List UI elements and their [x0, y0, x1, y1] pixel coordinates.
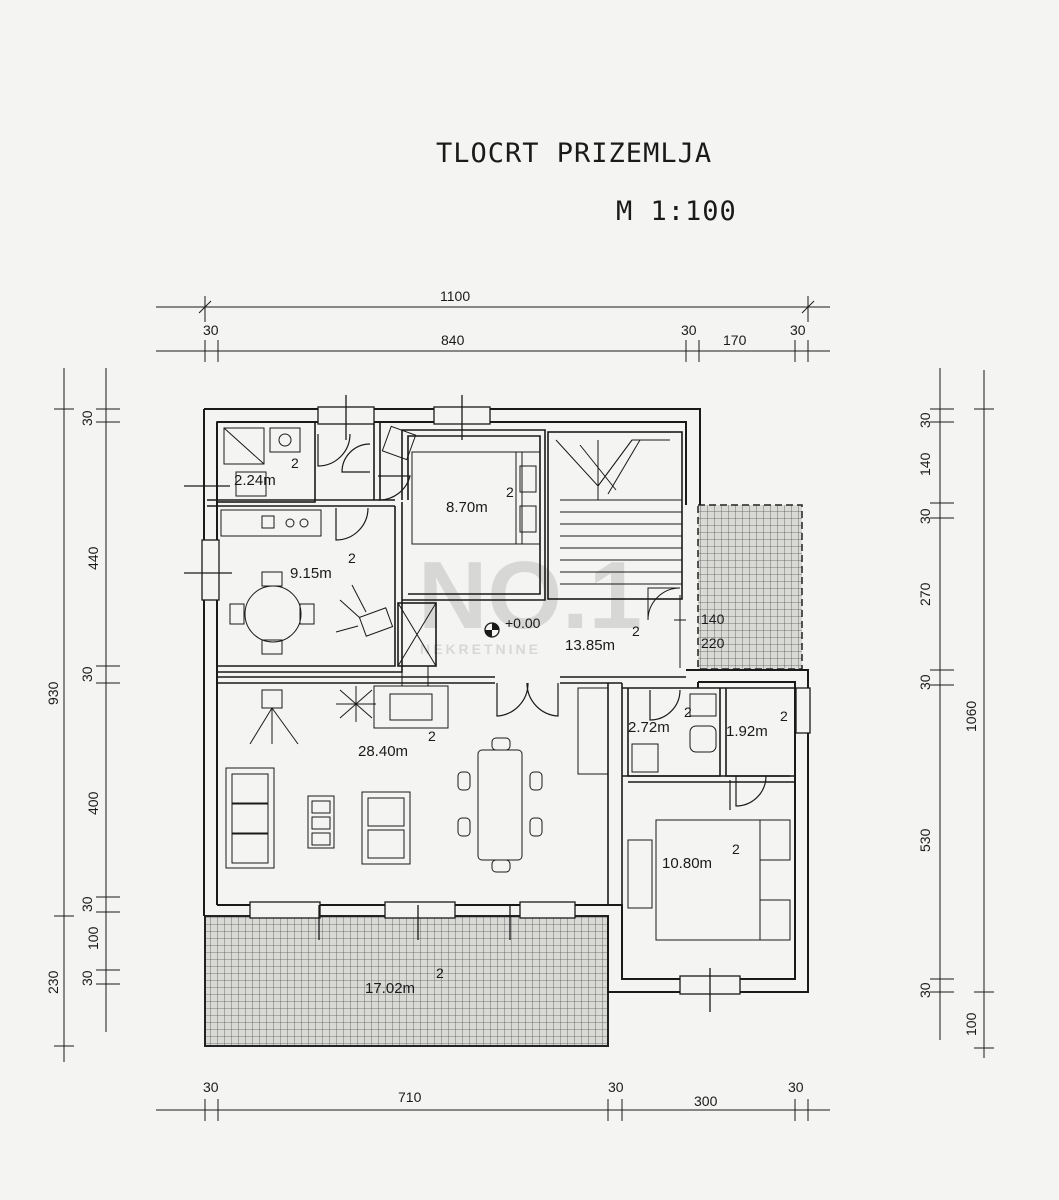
sup-bath2: 2 [684, 704, 692, 720]
dim-top-0: 30 [203, 322, 219, 338]
dim-left-6: 30 [79, 970, 95, 986]
dim-left-5: 100 [85, 926, 101, 950]
area-bath2: 2.72m [628, 719, 670, 736]
dim-right-2: 30 [917, 508, 933, 524]
dim-left-total2: 230 [45, 970, 61, 994]
windows [184, 395, 811, 1012]
plan-scale: M 1:100 [616, 196, 737, 227]
dim-right-1: 140 [917, 452, 933, 476]
area-terrace: 17.02m [365, 980, 415, 997]
sup-bedroom: 2 [732, 841, 740, 857]
dimension-lines [54, 296, 994, 1121]
staircase [555, 439, 682, 585]
sup-kitchen: 2 [348, 550, 356, 566]
dim-left-3: 400 [85, 791, 101, 815]
dim-right-0: 30 [917, 412, 933, 428]
sup-wc: 2 [780, 708, 788, 724]
sup-hall: 2 [632, 623, 640, 639]
doors [317, 433, 767, 810]
dim-left-4: 30 [79, 896, 95, 912]
dim-inner-1: 220 [701, 635, 725, 651]
watermark-logo: NO.1 NEKRETNINE [418, 542, 642, 657]
area-bedroom-small: 8.70m [446, 499, 488, 516]
area-bedroom: 10.80m [662, 855, 712, 872]
sup-living: 2 [428, 728, 436, 744]
watermark-text: NO.1 [418, 542, 642, 649]
dim-top-4: 30 [790, 322, 806, 338]
dim-bottom-0: 30 [203, 1079, 219, 1095]
dim-top-3: 170 [723, 332, 747, 348]
dim-right-total: 1060 [963, 701, 979, 732]
dim-right-6: 30 [917, 982, 933, 998]
dim-bottom-2: 30 [608, 1079, 624, 1095]
area-wc: 1.92m [726, 723, 768, 740]
level-marker: +0.00 [484, 615, 541, 638]
area-living: 28.40m [358, 743, 408, 760]
dim-left-0: 30 [79, 410, 95, 426]
watermark-subtext: NEKRETNINE [420, 641, 541, 657]
dim-right-5: 530 [917, 828, 933, 852]
area-bathroom: 2.24m [234, 472, 276, 489]
dim-top-2: 30 [681, 322, 697, 338]
room-labels: 2.24m 2 8.70m 2 9.15m 2 13.85m 2 28.40m … [234, 455, 788, 997]
sup-bathroom: 2 [291, 455, 299, 471]
sup-terrace: 2 [436, 965, 444, 981]
dim-inner-0: 140 [701, 611, 725, 627]
dim-bottom-3: 300 [694, 1093, 718, 1109]
dim-bottom-1: 710 [398, 1089, 422, 1105]
dim-top-total: 1100 [440, 288, 470, 304]
dim-right-4: 30 [917, 674, 933, 690]
interior-walls [207, 421, 795, 905]
dim-right-7: 100 [963, 1012, 979, 1036]
area-hall: 13.85m [565, 637, 615, 654]
terrace-south [204, 915, 609, 1047]
area-kitchen: 9.15m [290, 565, 332, 582]
plan-title: TLOCRT PRIZEMLJA [436, 138, 713, 169]
dimension-labels: 1100 30 840 30 170 30 30 710 30 300 30 9… [45, 288, 979, 1109]
dim-left-total: 930 [45, 681, 61, 705]
dim-left-2: 30 [79, 666, 95, 682]
level-marker-label: +0.00 [505, 615, 541, 631]
dim-bottom-4: 30 [788, 1079, 804, 1095]
dim-top-1: 840 [441, 332, 465, 348]
dim-left-1: 440 [85, 546, 101, 570]
furniture [220, 425, 791, 941]
outer-walls [203, 408, 809, 993]
sup-bedroom-small: 2 [506, 484, 514, 500]
dim-right-3: 270 [917, 582, 933, 606]
